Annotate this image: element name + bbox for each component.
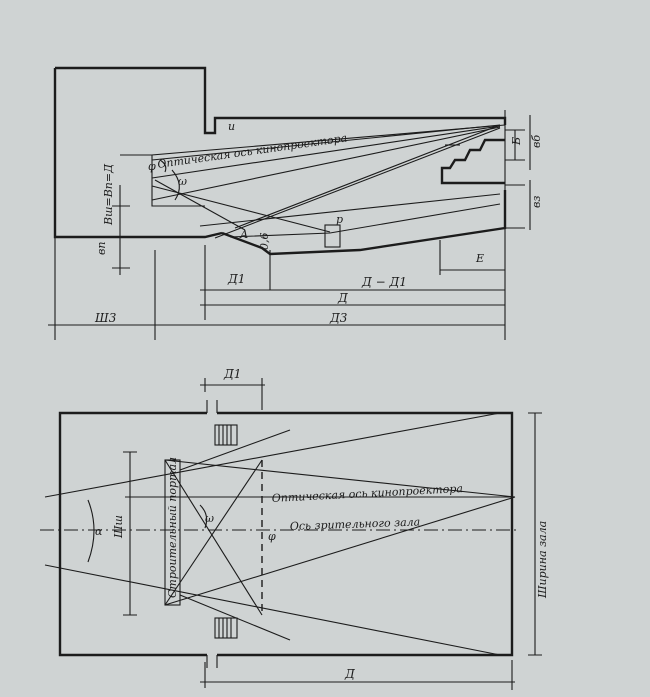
label-u: u — [228, 120, 235, 133]
portal-label: Строительный портал — [166, 457, 179, 598]
portal-rect — [164, 459, 181, 606]
plan-omega: ω — [205, 512, 214, 525]
section-phi: φ — [148, 160, 156, 173]
plan-ray-1 — [44, 412, 501, 498]
projection-ray-2 — [151, 125, 501, 179]
label-b: Б — [510, 137, 523, 146]
hall-width-label: Ширина зала — [536, 521, 549, 599]
sightline-4 — [151, 185, 331, 233]
plan-phi: φ — [268, 530, 276, 543]
floor-line-2 — [229, 203, 501, 238]
plan-ray-3 — [164, 459, 516, 498]
plan-hall-axis-label: Ось зрительного зала — [290, 515, 421, 533]
plan-dim-d1: Д1 — [223, 367, 241, 381]
portal-column-bottom — [214, 617, 238, 639]
dim-d3: Д3 — [329, 311, 348, 325]
section-dimensions — [48, 110, 531, 340]
label-vp: вп — [95, 242, 108, 256]
plan-outline-hall — [217, 411, 514, 657]
plan-view: Строительный портал Оптическая ось киноп… — [40, 367, 549, 690]
arc-omega-plan — [199, 504, 208, 529]
section-screen-wall — [120, 154, 205, 207]
plan-ray-7 — [179, 429, 291, 471]
plan-dim-d: Д — [344, 667, 355, 681]
section-omega: ω — [178, 175, 187, 188]
sightline-1 — [154, 179, 246, 231]
screen-height-formula: Вш=Вп=Д — [102, 163, 115, 226]
plan-optical-axis-label: Оптическая ось кинопроектора — [271, 482, 463, 505]
portal-hatch — [218, 425, 232, 638]
label-e: Е — [475, 252, 484, 265]
label-06: 0,6 — [258, 233, 271, 251]
plan-ray-4 — [164, 496, 516, 606]
label-alpha: α — [95, 525, 103, 538]
label-p: p — [336, 213, 343, 226]
plan-walls — [206, 400, 218, 668]
plan-ray-6 — [164, 459, 263, 606]
section-outline — [55, 66, 507, 135]
section-view: Оптическая ось кинопроектора Вш=Вп=Д φ ω… — [48, 66, 543, 340]
plan-outline-left — [58, 411, 207, 657]
floor-line-3 — [199, 193, 501, 227]
sightline-2 — [234, 124, 501, 229]
portal-column-top — [214, 424, 238, 446]
arc-alpha — [87, 499, 95, 563]
projection-ray-1 — [151, 124, 501, 161]
plan-ray-5 — [164, 459, 263, 616]
dim-d1: Д1 — [227, 272, 245, 286]
sightline-3 — [214, 127, 501, 239]
dim-sh3: Ш3 — [94, 311, 117, 325]
seat-mark-p — [324, 224, 341, 248]
plan-dimensions — [123, 378, 542, 690]
arc-omega — [171, 169, 180, 201]
plan-ray-2 — [44, 564, 501, 656]
label-bb: вб — [530, 135, 543, 148]
label-a: А — [239, 228, 248, 241]
projection-ray-3 — [151, 126, 501, 201]
label-bz: вз — [530, 196, 543, 208]
arc-phi — [159, 159, 167, 173]
dim-d-minus-d1: Д − Д1 — [361, 275, 407, 289]
dim-d: Д — [337, 291, 348, 305]
balcony — [440, 138, 505, 185]
plan-ray-8 — [179, 594, 291, 641]
label-shsh: Шш — [112, 515, 125, 539]
